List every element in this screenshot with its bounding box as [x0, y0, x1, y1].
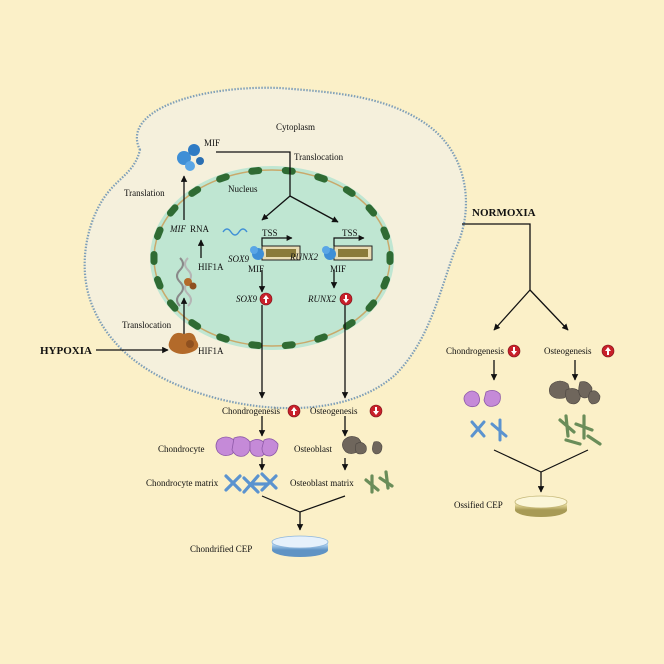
normoxia-osteoblast-cells: [549, 380, 601, 405]
label-hif1a-cytoplasm: HIF1A: [198, 346, 224, 356]
label-ossified-cep: Ossified CEP: [454, 500, 503, 510]
label-hyp-osteogenesis: Osteogenesis: [310, 406, 358, 416]
label-translocation-bottom: Translocation: [122, 320, 172, 330]
regulation-up-icon: [259, 292, 273, 306]
nuclear-pore: [342, 319, 356, 330]
label-cytoplasm: Cytoplasm: [276, 122, 315, 132]
arrow-to-runx2: [289, 195, 339, 223]
nuclear-pore: [314, 333, 328, 343]
dna-strand-icon: [176, 257, 184, 307]
nuclear-pore: [216, 333, 230, 343]
ossified-cep-dish: [514, 495, 568, 517]
nuclear-pore: [166, 204, 179, 217]
label-norm-chondrogenesis: Chondrogenesis: [446, 346, 504, 356]
normoxia-osteoblast-matrix-icon: [558, 414, 602, 446]
nuclear-pore: [188, 186, 202, 197]
nuclear-pore: [188, 319, 202, 330]
label-chondrified-cep: Chondrified CEP: [190, 544, 252, 554]
label-sox9-gene: SOX9: [228, 254, 249, 264]
label-runx2-protein: RUNX2: [307, 294, 336, 304]
normoxia-converge-lines: [493, 449, 589, 473]
regulation-down-icon: [339, 292, 353, 306]
nuclear-pore: [166, 299, 179, 312]
chondrocyte-cells: [215, 436, 279, 457]
label-osteoblast-matrix: Osteoblast matrix: [290, 478, 354, 488]
label-chondrocyte-matrix: Chondrocyte matrix: [146, 478, 219, 488]
osteoblast-cells: [342, 436, 383, 455]
nuclear-pore: [248, 341, 263, 349]
label-mif-right: MIF: [330, 264, 346, 274]
chondrified-cep-dish: [271, 535, 329, 557]
regulation-up-icon: [287, 404, 301, 418]
label-hif1a-nuclear: HIF1A: [198, 262, 224, 272]
regulation-badges: [259, 292, 615, 418]
normoxia-chondrocyte-matrix-icon: [470, 418, 508, 442]
label-nucleus: Nucleus: [228, 184, 258, 194]
nuclear-pore: [380, 226, 391, 240]
label-mif-rna-gene: MIF: [169, 224, 186, 234]
nuclear-pore: [365, 299, 378, 312]
label-hypoxia: HYPOXIA: [40, 345, 92, 357]
label-mif-rna-suffix: RNA: [190, 224, 210, 234]
nuclear-pore: [314, 173, 328, 183]
regulation-down-icon: [507, 344, 521, 358]
mif-rna-wave: [222, 228, 248, 236]
nuclear-pore: [386, 251, 394, 265]
label-norm-osteogenesis: Osteogenesis: [544, 346, 592, 356]
hypoxia-converge-lines: [261, 495, 346, 513]
label-hyp-chondrogenesis: Chondrogenesis: [222, 406, 280, 416]
chondrocyte-matrix-icon: [224, 472, 278, 494]
label-translocation-top: Translocation: [294, 152, 344, 162]
hif1a-protein-nuclear: [184, 278, 197, 290]
nuclear-pore: [380, 276, 391, 290]
nuclear-pore: [281, 167, 296, 175]
normoxia-path: [462, 223, 531, 290]
normoxia-to-chondrogenesis-arrow: [493, 289, 531, 331]
hif1a-protein-cytoplasm: [168, 332, 199, 354]
nuclear-pore: [342, 186, 356, 197]
label-osteoblast: Osteoblast: [294, 444, 332, 454]
label-mif-top: MIF: [204, 138, 220, 148]
label-runx2-gene: RUNX2: [289, 252, 318, 262]
nuclear-pore: [281, 341, 296, 349]
runx2-gene-construct: [322, 235, 373, 261]
label-chondrocyte: Chondrocyte: [158, 444, 205, 454]
normoxia-chondrocyte-cells: [463, 390, 501, 408]
normoxia-to-osteogenesis-arrow: [529, 289, 569, 331]
regulation-down-icon: [369, 404, 383, 418]
nuclear-pore: [365, 204, 378, 217]
translocation-path-top: [216, 151, 291, 196]
nuclear-pore: [153, 276, 164, 290]
mif-protein-cytoplasm: [177, 144, 204, 171]
nuclear-pore: [216, 173, 230, 183]
nuclear-pore: [150, 251, 158, 265]
nuclear-pore: [248, 167, 263, 175]
label-translation: Translation: [124, 188, 165, 198]
label-normoxia: NORMOXIA: [472, 207, 536, 219]
label-sox9-protein: SOX9: [236, 294, 257, 304]
label-tss-right: TSS: [342, 228, 358, 238]
nuclear-pores: [150, 167, 394, 349]
arrow-to-sox9: [261, 195, 291, 221]
label-mif-left: MIF: [248, 264, 264, 274]
regulation-up-icon: [601, 344, 615, 358]
osteoblast-matrix-icon: [364, 470, 394, 494]
nuclear-pore: [153, 226, 164, 240]
label-tss-left: TSS: [262, 228, 278, 238]
sox9-gene-construct: [250, 235, 301, 261]
